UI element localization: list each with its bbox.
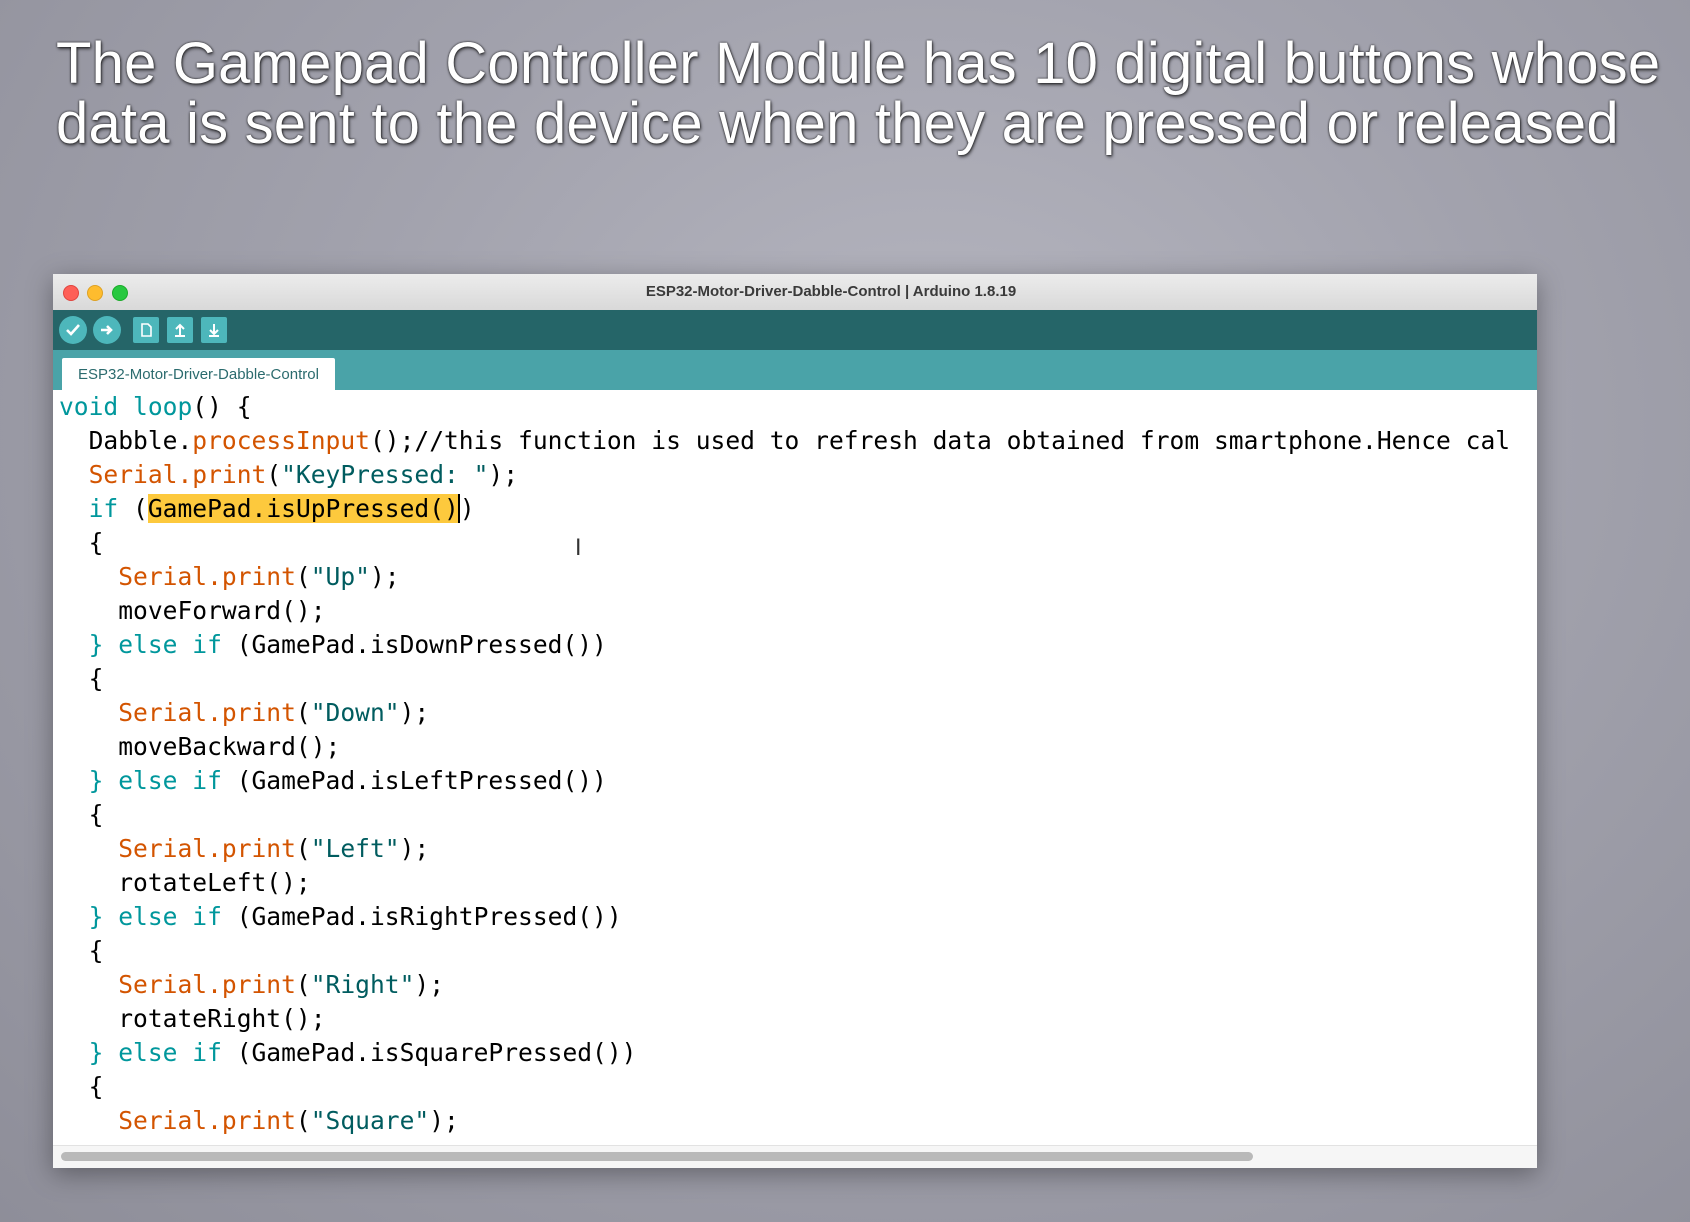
code-text: ); [414,970,445,999]
code-function: Serial.print [118,1106,296,1135]
code-line: moveBackward(); [59,730,340,764]
code-function: Serial.print [118,562,296,591]
check-icon [66,324,80,336]
close-window-button[interactable] [63,285,79,301]
tab-sketch[interactable]: ESP32-Motor-Driver-Dabble-Control [62,358,335,390]
code-line: { [59,662,104,696]
code-line: if (GamePad.isUpPressed()) [59,492,475,526]
code-line: { [59,934,104,968]
minimize-window-button[interactable] [87,285,103,301]
code-text: ( [295,970,311,999]
code-string: "Right" [310,970,415,999]
code-line: Serial.print("Down"); [59,696,429,730]
arrow-down-icon [209,324,219,337]
code-text: (GamePad.isSquarePressed()) [221,1038,637,1067]
tab-bar: ESP32-Motor-Driver-Dabble-Control [53,350,1537,390]
code-string: "Up" [310,562,370,591]
code-text: moveBackward(); [118,732,341,761]
code-line: Serial.print("Right"); [59,968,444,1002]
upload-button[interactable] [93,316,121,344]
code-text: ( [295,562,311,591]
code-function: Serial.print [118,970,296,999]
document-icon [141,323,152,337]
code-text: { [88,936,104,965]
code-line: Serial.print("Square"); [59,1104,459,1138]
code-string: "Square" [310,1106,430,1135]
code-line: Dabble.processInput();//this function is… [59,424,1510,458]
code-keyword: } else if [88,630,222,659]
code-selection-highlight: GamePad.isUpPressed() [147,494,459,523]
code-function: Serial.print [88,460,267,489]
ide-toolbar [53,310,1537,350]
code-text: ); [369,562,400,591]
code-text: Dabble. [88,426,193,455]
code-text: ); [429,1106,459,1135]
code-text: rotateRight(); [118,1004,326,1033]
code-line: void loop() { [59,390,252,424]
code-line: { [59,798,104,832]
maximize-window-button[interactable] [112,285,128,301]
scrollbar-thumb[interactable] [61,1152,1253,1161]
code-line: { [59,526,104,560]
code-keyword: void [59,392,119,421]
code-line: } else if (GamePad.isRightPressed()) [59,900,622,934]
code-line: { [59,1070,104,1104]
code-text: { [88,800,104,829]
code-text: ); [399,698,430,727]
code-line: Serial.print("Up"); [59,560,400,594]
code-line: rotateLeft(); [59,866,311,900]
window-titlebar[interactable]: ESP32-Motor-Driver-Dabble-Control | Ardu… [53,274,1537,311]
code-text: (GamePad.isDownPressed()) [221,630,607,659]
code-text: { [88,528,104,557]
ibeam-cursor-icon: I [575,536,582,561]
arrow-up-icon [175,323,185,337]
code-text: (GamePad.isRightPressed()) [221,902,622,931]
code-text: moveForward(); [118,596,326,625]
code-line: } else if (GamePad.isDownPressed()) [59,628,607,662]
code-editor[interactable]: void loop() { Dabble.processInput();//th… [53,390,1537,1146]
code-text: ( [266,460,282,489]
code-line: } else if (GamePad.isLeftPressed()) [59,764,607,798]
code-line: Serial.print("Left"); [59,832,429,866]
code-keyword: } else if [88,1038,222,1067]
code-string: "Left" [310,834,400,863]
code-text: ); [399,834,430,863]
code-text: { [88,1072,104,1101]
code-line: rotateRight(); [59,1002,326,1036]
arduino-ide-window: ESP32-Motor-Driver-Dabble-Control | Ardu… [53,274,1537,1168]
code-text: ( [295,698,311,727]
code-text: rotateLeft(); [118,868,311,897]
slide-title-line-2: data is sent to the device when they are… [56,91,1619,156]
code-function: Serial.print [118,834,296,863]
code-line: } else if (GamePad.isSquarePressed()) [59,1036,637,1070]
new-sketch-button[interactable] [133,317,159,343]
code-text: () { [192,392,252,421]
code-text: (GamePad.isLeftPressed()) [221,766,607,795]
code-string: "Down" [310,698,400,727]
open-sketch-button[interactable] [167,317,193,343]
code-keyword: } else if [88,902,222,931]
window-title: ESP32-Motor-Driver-Dabble-Control | Ardu… [645,283,1017,300]
verify-button[interactable] [59,316,87,344]
code-text: ( [118,494,148,523]
code-text: { [88,664,104,693]
slide-title: The Gamepad Controller Module has 10 dig… [56,34,1676,154]
code-keyword: if [88,494,119,523]
save-sketch-button[interactable] [201,317,227,343]
code-line: Serial.print("KeyPressed: "); [59,458,518,492]
code-text: ( [295,1106,311,1135]
code-line: moveForward(); [59,594,326,628]
text-cursor: ) [457,494,475,523]
horizontal-scrollbar[interactable] [53,1145,1537,1168]
code-keyword: } else if [88,766,222,795]
slide-title-line-1: The Gamepad Controller Module has 10 dig… [56,31,1661,96]
code-function: processInput [192,426,370,455]
code-function: loop [133,392,193,421]
arrow-right-icon [101,325,113,335]
code-text: ( [295,834,311,863]
code-function: Serial.print [118,698,296,727]
code-text: ();//this function is used to refresh da… [369,426,1511,455]
code-text: ); [488,460,519,489]
code-string: "KeyPressed: " [281,460,489,489]
